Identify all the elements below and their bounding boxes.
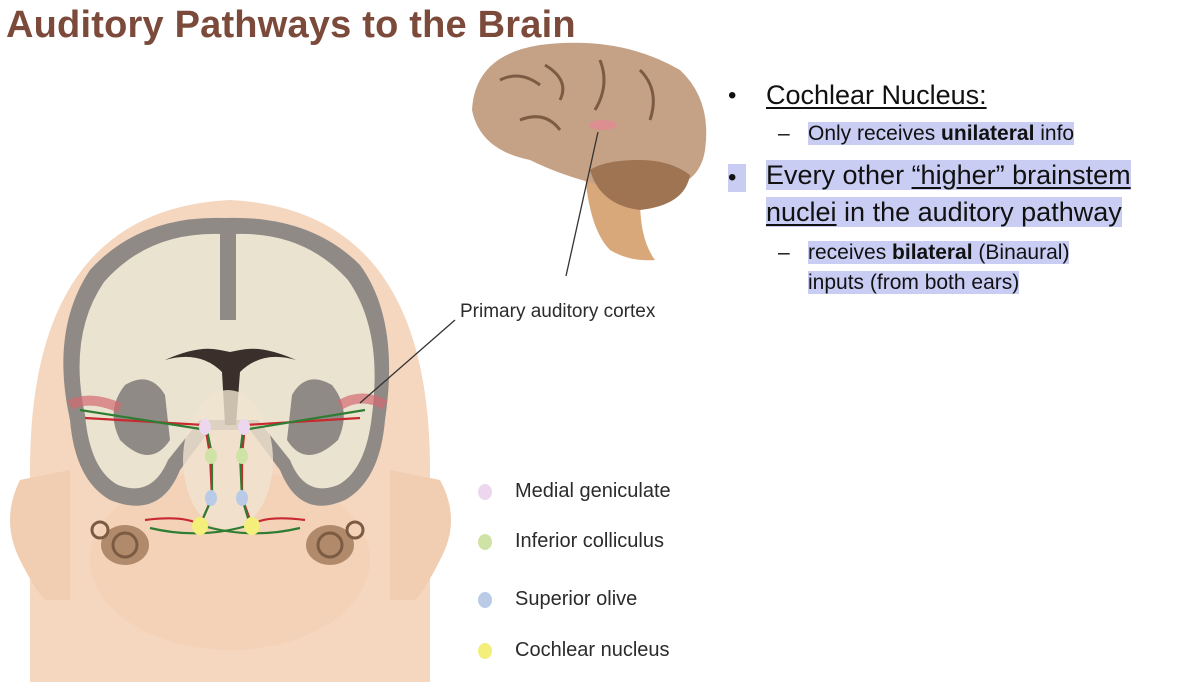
sub-bullet-bilateral-line2: inputs (from both ears) (808, 271, 1020, 295)
superior-olive-swatch (478, 592, 492, 608)
unilateral-post: info (1034, 122, 1075, 145)
auditory-pathway-text: in the auditory pathway (836, 197, 1122, 227)
legend-label: Inferior colliculus (515, 530, 664, 552)
sub-bullet-dash: – (778, 241, 790, 264)
auditory-pathway-illustration (10, 42, 707, 682)
brain-coronal-section (63, 217, 390, 530)
bilateral-post: (Binaural) (972, 241, 1070, 264)
slide-title: Auditory Pathways to the Brain (6, 4, 576, 46)
bilateral-bold: bilateral (892, 241, 973, 264)
unilateral-bold: unilateral (941, 122, 1035, 145)
bullet-marker: • (728, 164, 747, 192)
legend-label: Superior olive (515, 588, 638, 610)
legend-label: Medial geniculate (515, 480, 671, 502)
bilateral-pre: receives (808, 241, 893, 264)
cochlea-left (90, 520, 149, 565)
inferior-colliculus-swatch (478, 534, 492, 550)
bullet-higher-brainstem-line2: nuclei in the auditory pathway (766, 197, 1122, 228)
nuclei-markers (192, 419, 260, 535)
sub-bullet-unilateral: Only receives unilateral info (808, 122, 1075, 146)
brain-sagittal (472, 42, 707, 261)
both-ears-text: inputs (from both ears) (808, 271, 1020, 294)
legend-label: Cochlear nucleus (515, 639, 670, 661)
higher-brainstem-underlined: “higher” brainstem (911, 160, 1131, 190)
sub-bullet-bilateral: receives bilateral (Binaural) (808, 241, 1070, 265)
medial-geniculate-swatch (478, 484, 492, 500)
bullet-higher-brainstem: Every other “higher” brainstem (766, 160, 1131, 191)
cochlea-right (306, 520, 365, 565)
primary-auditory-cortex-label: Primary auditory cortex (460, 301, 656, 322)
unilateral-pre: Only receives (808, 122, 942, 145)
nuclei-underlined: nuclei (766, 197, 837, 227)
higher-pre: Every other (766, 160, 912, 190)
cochlear-nucleus-heading: Cochlear Nucleus: (766, 80, 987, 110)
sub-bullet-dash: – (778, 122, 790, 145)
cochlear-nucleus-swatch (478, 643, 492, 659)
bullet-cochlear-nucleus: Cochlear Nucleus: (766, 80, 987, 111)
bullet-marker: • (728, 82, 737, 109)
